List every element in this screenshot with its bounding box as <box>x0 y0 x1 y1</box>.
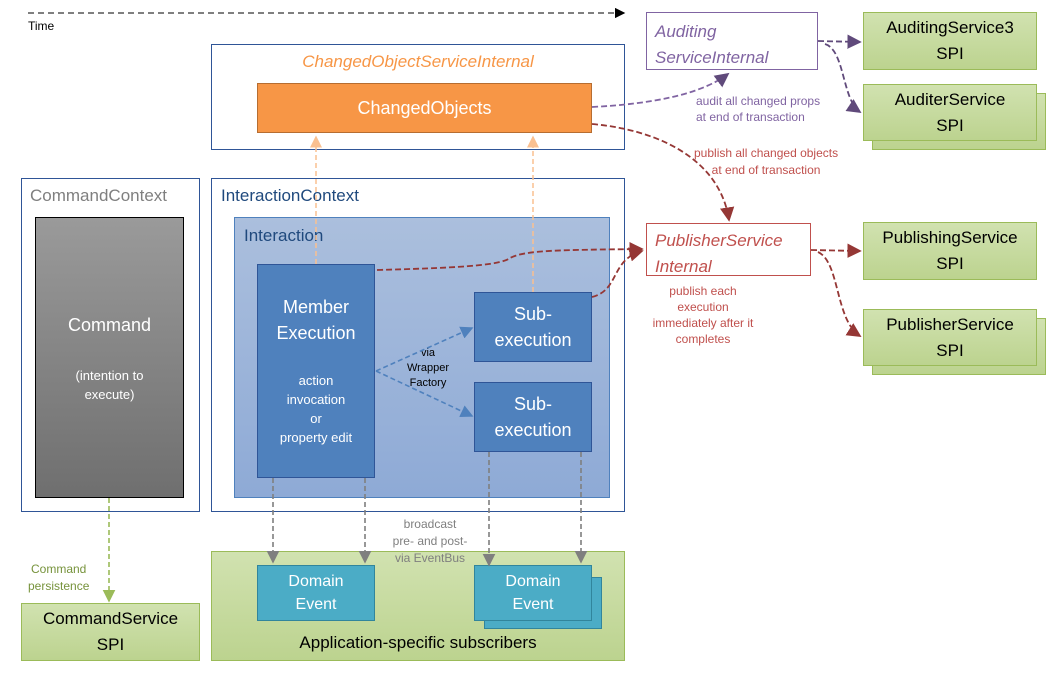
auditing-service-internal-box[interactable]: Auditing ServiceInternal <box>646 12 818 70</box>
domain-event-box[interactable]: Domain Event <box>257 565 375 621</box>
member-execution-title: Member Execution <box>276 297 356 343</box>
command-context-title: CommandContext <box>30 186 168 205</box>
member-execution-subtitle: action invocation or property edit <box>279 373 353 445</box>
changed-objects-box[interactable]: ChangedObjects <box>257 83 592 133</box>
audit-changed-props-label: audit all changed props at end of transa… <box>696 94 821 124</box>
time-label: Time <box>28 19 55 33</box>
member-execution-box[interactable] <box>257 264 375 478</box>
auditer-service-spi-box[interactable]: AuditerService SPI <box>863 84 1037 141</box>
interaction-context-title: InteractionContext <box>221 186 359 205</box>
application-subscribers-label: Application-specific subscribers <box>299 633 537 652</box>
changed-object-service-internal-title: ChangedObjectServiceInternal <box>302 52 534 71</box>
command-box[interactable] <box>35 217 184 498</box>
command-title: Command <box>67 315 152 335</box>
domain-event-box[interactable]: Domain Event <box>474 565 592 621</box>
sub-execution-box[interactable]: Sub- execution <box>474 292 592 362</box>
command-subtitle: (intention to execute) <box>75 368 144 402</box>
command-persistence-label: Command persistence <box>28 562 90 593</box>
command-service-spi-box[interactable]: CommandService SPI <box>21 603 200 661</box>
publish-each-execution-label: publish each execution immediately after… <box>652 284 754 346</box>
publisher-service-spi-box[interactable]: PublisherService SPI <box>863 309 1037 366</box>
publish-all-changed-objects-label: publish all changed objects at end of tr… <box>694 146 839 177</box>
interaction-title: Interaction <box>244 226 324 245</box>
auditing-service3-spi-box[interactable]: AuditingService3 SPI <box>863 12 1037 70</box>
sub-execution-box[interactable]: Sub- execution <box>474 382 592 452</box>
publisher-service-internal-box[interactable]: PublisherService Internal <box>646 223 811 276</box>
publishing-service-spi-box[interactable]: PublishingService SPI <box>863 222 1037 280</box>
broadcast-eventbus-label: broadcast pre- and post- via EventBus <box>392 517 468 565</box>
wrapper-factory-label: via Wrapper Factory <box>407 347 449 389</box>
